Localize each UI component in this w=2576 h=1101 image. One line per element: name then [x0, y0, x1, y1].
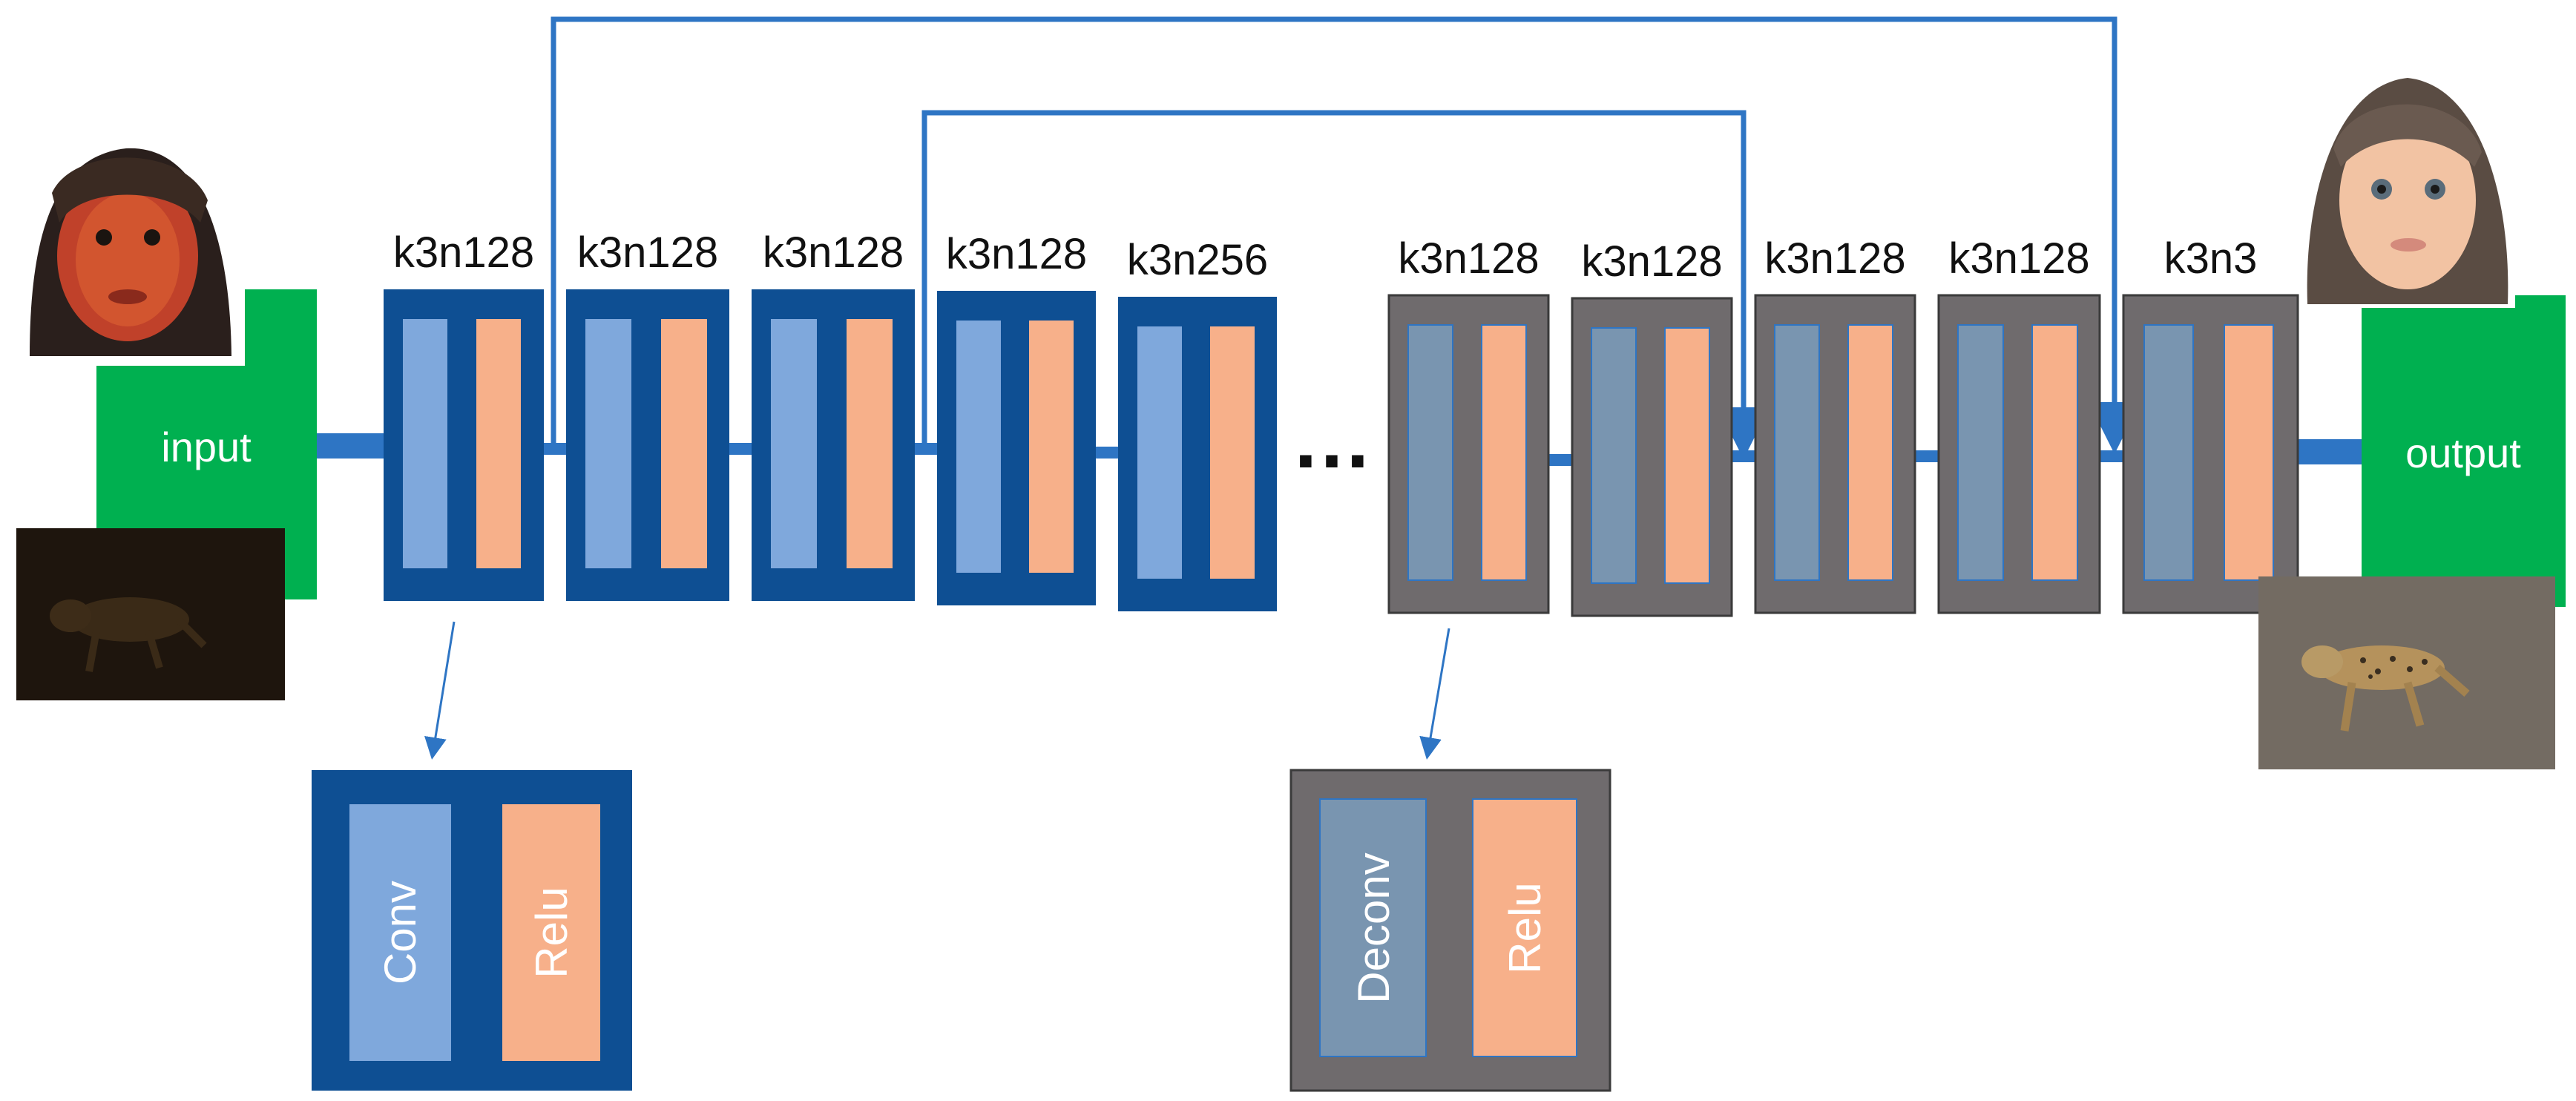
encoder-block-5: k3n256: [1118, 236, 1277, 611]
decoder-layer-left: [1407, 324, 1453, 581]
decoder-layer-label: k3n128: [1948, 234, 2089, 283]
deconv-layer: [1319, 798, 1427, 1057]
decoder-layer-relu: [2031, 324, 2078, 581]
output-box: [2362, 295, 2566, 607]
encoder-layer-relu: [661, 319, 707, 568]
decoder-layer-left: [1774, 324, 1820, 581]
output-label: output: [2405, 430, 2521, 476]
decoder-layer-left: [1591, 327, 1637, 584]
ellipsis: …: [1291, 394, 1373, 485]
encoder-layer-relu: [1210, 326, 1255, 579]
encoder-detail-block: Conv Relu: [312, 770, 632, 1091]
decoder-block-1: k3n128: [1387, 234, 1550, 614]
decoder-layer-label: k3n3: [2164, 234, 2258, 283]
decoder-blocks: k3n128 k3n128 k3n128 k3n128 k3n3: [1387, 234, 2299, 617]
encoder-block-3: k3n128: [752, 229, 915, 601]
connector-decoder-to-output: [2298, 439, 2365, 464]
decoder-block-4: k3n128: [1937, 234, 2101, 614]
encoder-block-4: k3n128: [937, 230, 1096, 605]
input-scene-image: [16, 528, 285, 700]
decoder-layer-relu: [1664, 327, 1710, 584]
encoder-layer-left: [1137, 326, 1182, 579]
encoder-layer-label: k3n128: [763, 229, 904, 277]
decoder-detail-block: Deconv Relu: [1289, 769, 1611, 1092]
conv-layer: [349, 804, 451, 1061]
relu-label-decoder: Relu: [1500, 882, 1550, 973]
encoder-blocks: k3n128 k3n128 k3n128 k3n128 k3n256: [384, 229, 1277, 611]
connector-dec2-dec3: [1732, 450, 1755, 462]
connector-dec3-dec4: [1915, 450, 1939, 462]
encoder-layer-label: k3n128: [393, 229, 534, 277]
relu-layer: [502, 804, 600, 1061]
encoder-layer-relu: [847, 319, 893, 568]
decoder-layer-relu: [2224, 324, 2274, 581]
connector-dec1-dec2: [1548, 454, 1572, 466]
skip-connection-outer: [551, 16, 2140, 454]
relu-label: Relu: [527, 887, 576, 978]
connector-dec4-dec5: [2100, 450, 2123, 462]
skip-connection-inner: [921, 110, 1770, 459]
skip-connections: [551, 16, 2140, 459]
decoder-layer-left: [2143, 324, 2194, 581]
input-label: input: [161, 424, 252, 470]
decoder-block-3: k3n128: [1754, 234, 1916, 614]
decoder-layer-relu: [1481, 324, 1527, 581]
encoder-layer-label: k3n128: [946, 230, 1087, 278]
encoder-block-2: k3n128: [566, 229, 729, 601]
decoder-layer-label: k3n128: [1398, 234, 1539, 283]
connector-input-to-encoder: [315, 433, 384, 459]
output-node: output: [2362, 295, 2566, 607]
output-scene-image: [2258, 576, 2555, 769]
input-face-image: [13, 143, 245, 366]
relu-layer-decoder: [1472, 798, 1577, 1057]
encoder-layer-left: [956, 321, 1001, 573]
encoder-layer-relu: [476, 319, 521, 568]
encoder-layer-label: k3n128: [577, 229, 718, 277]
decoder-layer-left: [1957, 324, 2004, 581]
output-face-image: [2300, 70, 2515, 308]
encoder-layer-left: [403, 319, 447, 568]
zoom-arrow-decoder: [1419, 628, 1450, 760]
deconv-label: Deconv: [1349, 852, 1399, 1003]
encoder-layer-left: [771, 319, 817, 568]
main-connectors: [315, 433, 2365, 466]
zoom-arrow-encoder: [424, 621, 456, 760]
conv-label: Conv: [375, 881, 425, 985]
connector-enc2-enc3: [729, 443, 752, 455]
decoder-layer-label: k3n128: [1764, 234, 1905, 283]
encoder-block-1: k3n128: [384, 229, 544, 601]
decoder-block-5: k3n3: [2122, 234, 2299, 614]
encoder-layer-left: [585, 319, 631, 568]
decoder-layer-relu: [1847, 324, 1893, 581]
connector-enc4-enc5: [1096, 447, 1118, 459]
decoder-block-2: k3n128: [1571, 237, 1733, 617]
encoder-layer-relu: [1029, 321, 1074, 573]
decoder-layer-label: k3n128: [1581, 237, 1722, 286]
encoder-layer-label: k3n256: [1127, 236, 1268, 284]
